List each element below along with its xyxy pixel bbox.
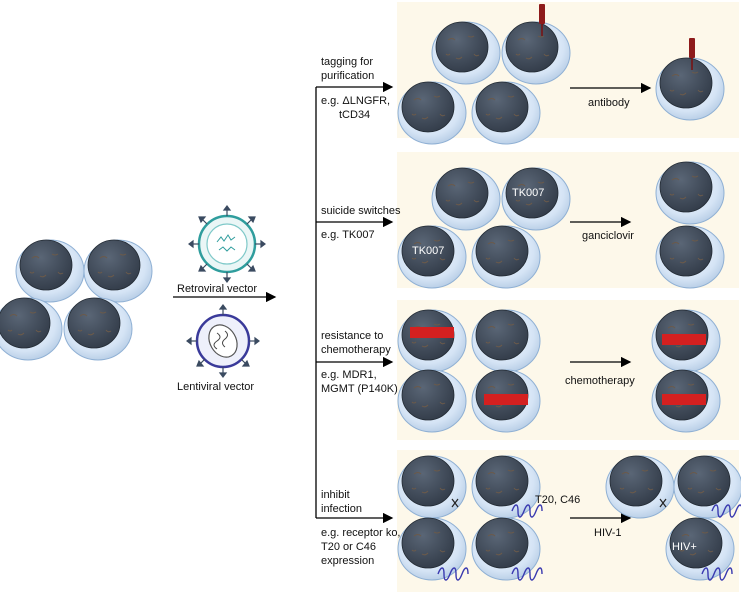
resistance-title-line1: resistance to	[321, 330, 384, 342]
fusion-inhibitor-label: T20, C46	[535, 494, 581, 506]
inhibit-cells	[397, 455, 543, 581]
inhibit-example-line3: expression	[321, 555, 375, 567]
suicide-example: e.g. TK007	[321, 229, 375, 241]
tagging-example-line2: tCD34	[339, 109, 371, 121]
tagging-title-line2: purification	[321, 70, 375, 82]
inhibit-title-line1: inhibit	[321, 489, 350, 501]
branch-tree	[315, 81, 394, 524]
tk007-cell-label-1: TK007	[512, 187, 545, 199]
inhibit-example-line2: T20 or C46	[321, 541, 377, 553]
tagging-title-line1: tagging for	[321, 56, 373, 68]
antibody-label: antibody	[588, 97, 630, 109]
resistance-title-line2: chemotherapy	[321, 344, 391, 356]
retroviral-vector-graphic	[188, 205, 266, 283]
infection-outcome	[605, 455, 741, 581]
hiv-positive-label: HIV+	[672, 541, 697, 553]
inhibit-example-line1: e.g. receptor ko,	[321, 527, 401, 539]
retroviral-vector-label: Retroviral vector	[177, 283, 258, 295]
resistant-survivors	[651, 309, 721, 433]
tagging-example-line1: e.g. ΔLNGFR,	[321, 95, 391, 107]
inhibit-title-line2: infection	[321, 503, 362, 515]
chemotherapy-label: chemotherapy	[565, 375, 635, 387]
ganciclovir-label: ganciclovir	[582, 230, 634, 242]
resistance-example-line1: e.g. MDR1,	[321, 369, 377, 381]
source-cells	[0, 239, 153, 361]
lentiviral-vector-label: Lentiviral vector	[177, 381, 255, 393]
resistance-example-line2: MGMT (P140K)	[321, 383, 398, 395]
suicide-title: suicide switches	[321, 205, 401, 217]
hiv-label: HIV-1	[594, 527, 622, 539]
tk007-cell-label-2: TK007	[412, 245, 445, 257]
resistance-cells	[397, 309, 541, 433]
lentiviral-vector-graphic	[186, 304, 260, 378]
